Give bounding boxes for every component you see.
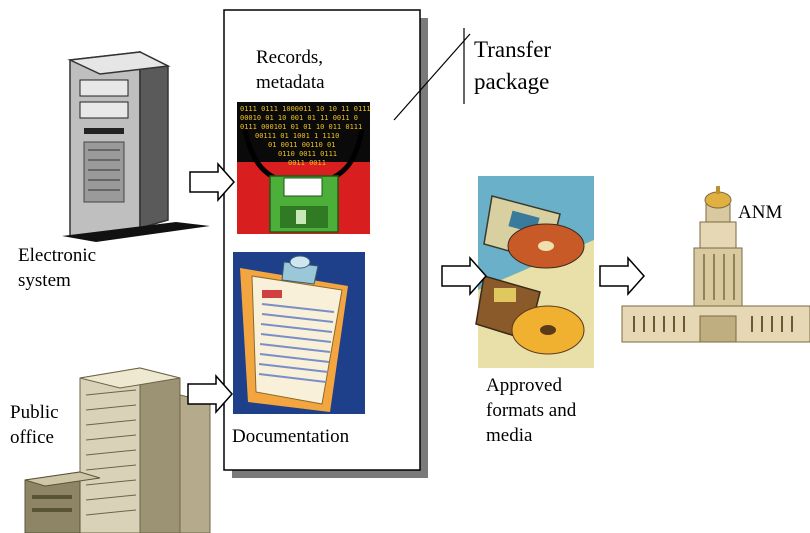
binary-line: 00111 01 1001 1 1110 bbox=[255, 132, 339, 140]
arrow-office-to-package bbox=[187, 374, 234, 414]
records-metadata-label: Records, metadata bbox=[256, 47, 325, 93]
public-office-label: Public office bbox=[10, 402, 59, 448]
clipboard-icon bbox=[233, 252, 365, 414]
arrow-media-to-anm bbox=[599, 256, 646, 296]
binary-line: 00010 01 10 001 01 11 0011 0 bbox=[240, 114, 358, 122]
computer-tower-icon bbox=[62, 50, 210, 242]
capitol-building-icon bbox=[621, 186, 810, 343]
anm-label: ANM bbox=[738, 202, 783, 223]
arrow-package-to-media bbox=[441, 256, 488, 296]
approved-formats-label: Approved formats and media bbox=[486, 375, 577, 446]
callout-line bbox=[393, 33, 471, 121]
binary-line: 0011 0011 bbox=[288, 159, 326, 167]
media-discs-icon bbox=[475, 176, 594, 368]
binary-line: 0111 000101 01 01 10 011 0111 bbox=[240, 123, 362, 131]
binary-line: 0110 0011 0111 bbox=[278, 150, 337, 158]
transfer-package-label: Transfer package bbox=[474, 37, 552, 94]
documentation-label: Documentation bbox=[232, 426, 350, 447]
binary-line: 01 0011 00110 01 bbox=[268, 141, 335, 149]
electronic-system-label: Electronic system bbox=[18, 245, 97, 291]
arrow-system-to-package bbox=[189, 162, 236, 202]
binary-line: 0111 0111 1000011 10 10 11 0111 bbox=[240, 105, 371, 113]
records-floppy-icon: 0111 0111 1000011 10 10 11 0111 00010 01… bbox=[237, 102, 371, 234]
office-building-icon bbox=[24, 367, 211, 533]
